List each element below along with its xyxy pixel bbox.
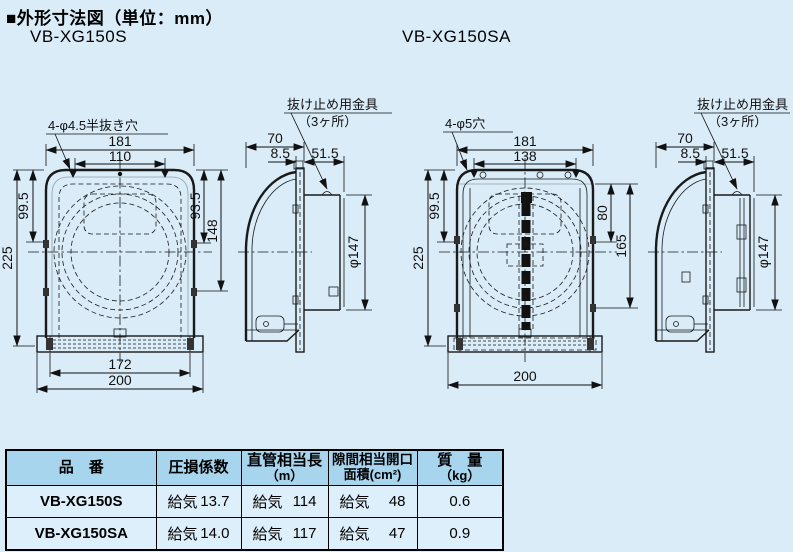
side-view-dimensions: 70 8.5 51.5 φ147 抜け止め用金具 （3ヶ所） — [245, 97, 392, 311]
supply-label: 給気 — [252, 494, 283, 511]
supply-label: 給気 — [339, 526, 370, 543]
dim-height-upper: 99.5 — [426, 192, 442, 219]
dim-right-upper: 93.5 — [187, 192, 203, 219]
dim-right-lower: 148 — [204, 219, 220, 243]
dim-height-outer: 225 — [410, 246, 426, 270]
pressure-value: 14.0 — [200, 525, 230, 542]
dim-height-upper: 99.5 — [15, 192, 31, 219]
dim-flange: 8.5 — [271, 145, 291, 161]
col-header-gap-line2: 面積(cm²) — [343, 467, 402, 483]
supply-label: 給気 — [252, 526, 283, 543]
dim-width-outer: 181 — [108, 133, 132, 149]
dim-right-upper: 80 — [594, 205, 610, 221]
clip-callout-count: （3ヶ所） — [708, 114, 767, 129]
col-header-duct: 直管相当長 （m） — [240, 449, 329, 486]
supply-label: 給気 — [339, 494, 370, 511]
col-header-model: 品 番 — [5, 449, 157, 486]
duct-value: 114 — [292, 493, 317, 510]
supply-label: 給気 — [167, 494, 198, 511]
model-cell: VB-XG150S — [5, 485, 157, 518]
dim-depth: 70 — [677, 130, 693, 146]
gap-value: 48 — [388, 493, 406, 510]
supply-label: 給気 — [167, 526, 198, 543]
page-title: ■外形寸法図（単位：mm） — [6, 9, 223, 28]
side-view-body — [648, 160, 755, 353]
col-header-mass-line1: 質 量 — [437, 451, 483, 469]
duct-value: 117 — [292, 525, 317, 542]
col-header-pressure: 圧損係数 — [155, 449, 242, 486]
spec-table-header-row: 品 番 圧損係数 直管相当長 （m） 隙間相当開口 面積(cm²) 質 量 （k… — [5, 449, 504, 486]
clip-callout-count: （3ヶ所） — [298, 114, 357, 129]
mass-cell: 0.9 — [416, 517, 504, 551]
model-cell: VB-XG150SA — [5, 517, 157, 551]
col-header-duct-line1: 直管相当長 — [246, 451, 322, 469]
pressure-cell: 給気 14.0 — [155, 517, 242, 551]
dim-duct-dia: φ147 — [345, 236, 361, 269]
product-name-vb-xg150sa: VB-XG150SA — [402, 27, 511, 46]
dim-right-lower: 165 — [613, 234, 629, 258]
diagram-vb-xg150sa: 181 138 225 99.5 80 165 — [410, 97, 790, 389]
hole-callout-label: 4-φ5穴 — [445, 116, 485, 131]
front-view-body — [439, 158, 617, 362]
technical-drawing: 181 110 225 99.5 93.5 148 — [0, 97, 790, 393]
col-header-gap-line1: 隙間相当開口 — [332, 452, 413, 468]
gap-cell: 給気 47 — [327, 517, 418, 551]
duct-cell: 給気 114 — [240, 485, 329, 518]
duct-cell: 給気 117 — [240, 517, 329, 551]
table-row: VB-XG150SA 給気 14.0 給気 117 給気 — [5, 517, 504, 551]
dim-duct-dia: φ147 — [755, 236, 771, 269]
dim-base-outer: 200 — [513, 368, 537, 384]
col-header-mass-line2: （kg） — [439, 468, 481, 484]
clip-callout-label: 抜け止め用金具 — [287, 97, 378, 112]
dim-width-inner: 138 — [513, 148, 537, 164]
dim-height-outer: 225 — [0, 246, 15, 270]
dim-duct-len: 51.5 — [311, 145, 338, 161]
gap-value: 47 — [388, 525, 406, 542]
side-view-dimensions: 70 8.5 51.5 φ147 抜け止め用金具 （3ヶ所） — [655, 97, 790, 311]
side-view-body — [238, 160, 345, 353]
spec-table: 品 番 圧損係数 直管相当長 （m） 隙間相当開口 面積(cm²) 質 量 （k… — [5, 449, 504, 551]
dim-base-outer: 200 — [108, 372, 132, 388]
dim-width-inner: 110 — [109, 148, 132, 164]
col-header-mass: 質 量 （kg） — [416, 449, 504, 486]
front-view-dimensions: 181 110 225 99.5 93.5 148 — [0, 118, 228, 393]
pressure-value: 13.7 — [200, 493, 230, 510]
dim-base-inner: 172 — [108, 356, 132, 372]
dim-flange: 8.5 — [681, 145, 701, 161]
col-header-gap: 隙間相当開口 面積(cm²) — [327, 449, 418, 486]
table-row: VB-XG150S 給気 13.7 給気 114 給気 — [5, 485, 504, 518]
front-view-dimensions: 181 138 225 99.5 80 165 — [410, 116, 638, 389]
mass-cell: 0.6 — [416, 485, 504, 518]
dim-width-outer: 181 — [513, 133, 537, 149]
dim-duct-len: 51.5 — [721, 145, 748, 161]
clip-callout-label: 抜け止め用金具 — [697, 97, 788, 112]
col-header-duct-line2: （m） — [265, 468, 304, 484]
gap-cell: 給気 48 — [327, 485, 418, 518]
pressure-cell: 給気 13.7 — [155, 485, 242, 518]
front-view-body — [28, 158, 212, 362]
diagram-vb-xg150s: 181 110 225 99.5 93.5 148 — [0, 97, 392, 393]
product-name-vb-xg150s: VB-XG150S — [30, 27, 128, 46]
hole-callout-label: 4-φ4.5半抜き穴 — [48, 118, 138, 133]
dim-depth: 70 — [267, 130, 283, 146]
